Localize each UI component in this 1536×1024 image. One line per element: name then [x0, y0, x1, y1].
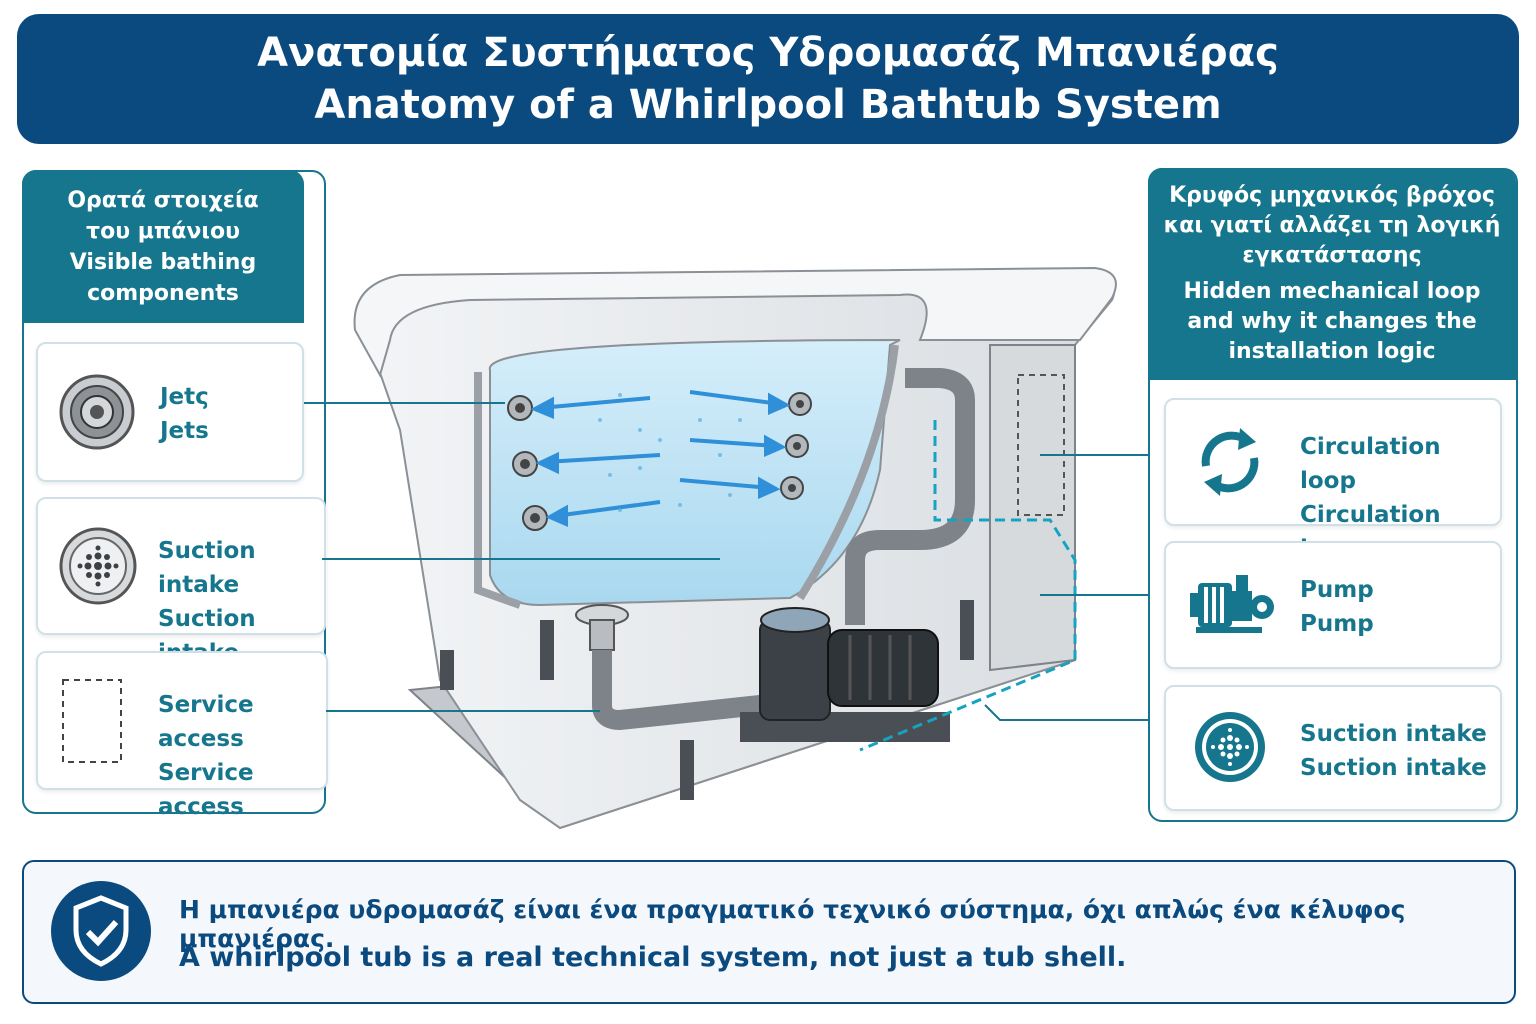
bubbles [598, 393, 742, 512]
heading-en-line-3: installation logic [1228, 339, 1436, 364]
hidden-loop-heading: Κρυφός μηχανικός βρόχος και γιατί αλλάζε… [1148, 168, 1516, 380]
leader-lines [304, 402, 1148, 721]
jet-nozzle-icon [59, 374, 135, 450]
suction-pipe [592, 650, 762, 731]
title-greek: Ανατομία Συστήματος Υδρομασάζ Μπανιέρας [257, 30, 1279, 76]
service-label-en: Service access [158, 760, 254, 820]
title-english: Anatomy of a Whirlpool Bathtub System [314, 82, 1222, 128]
tub-cut-edge-right [796, 344, 899, 601]
circulation-arrows-icon [1201, 428, 1259, 496]
jets-card: Jetς Jets [36, 342, 304, 482]
support-legs [440, 600, 974, 800]
heading-gr-line-1: Ορατά στοιχεία [67, 187, 259, 213]
pump-unit [740, 607, 950, 742]
suction-grate-icon [59, 527, 137, 605]
service-label-gr: Service access [158, 692, 254, 752]
tub-rim [353, 266, 1117, 378]
jet-streams [530, 390, 791, 528]
service-hatch [1017, 374, 1065, 516]
suction-grate-icon [1195, 712, 1265, 782]
suction-label-gr: Suction intake [158, 538, 256, 598]
suction-fitting [575, 604, 629, 651]
heading-en-line-1: Visible bathing [69, 249, 257, 275]
circulation-label-gr: Circulation loop [1300, 434, 1441, 494]
right-jets [780, 392, 812, 500]
jets-label-en: Jets [160, 418, 209, 444]
summary-footer: Η μπανιέρα υδρομασάζ είναι ένα πραγματικ… [22, 860, 1516, 1004]
pump-label-gr: Pump [1300, 577, 1374, 603]
suction-intake-card-right: Suction intake Suction intake [1164, 685, 1502, 811]
pump-icon [1190, 575, 1274, 633]
heading-gr-line-3: εγκατάστασης [1242, 243, 1422, 268]
circulation-loop-card: Circulation loop Circulation loop [1164, 398, 1502, 562]
heading-en-line-2: components [87, 280, 239, 306]
pump-label-en: Pump [1300, 611, 1374, 637]
heading-en-line-2: and why it changes the [1187, 309, 1477, 334]
suction-right-label-en: Suction intake [1300, 755, 1487, 781]
shield-check-icon [51, 881, 151, 981]
suction-right-label-gr: Suction intake [1300, 721, 1487, 747]
right-skirt-panel [989, 344, 1076, 672]
return-pipe [845, 368, 975, 625]
title-banner: Ανατομία Συστήματος Υδρομασάζ Μπανιέρας … [17, 14, 1519, 144]
summary-text-english: A whirlpool tub is a real technical syst… [179, 942, 1127, 973]
jets-label-gr: Jetς [160, 384, 209, 410]
tub-cut-edge [474, 372, 522, 609]
heading-gr-line-2: του μπάνιου [86, 218, 240, 244]
heading-gr-line-1: Κρυφός μηχανικός βρόχος [1169, 183, 1495, 208]
circulation-flow-line [859, 420, 1077, 752]
heading-en-line-1: Hidden mechanical loop [1183, 279, 1481, 304]
pump-card: Pump Pump [1164, 541, 1502, 669]
left-jets [507, 395, 548, 531]
summary-text-greek: Η μπανιέρα υδρομασάζ είναι ένα πραγματικ… [179, 895, 1406, 953]
service-access-card: Service access Service access [36, 651, 328, 820]
service-panel-icon [62, 679, 122, 763]
heading-gr-line-2: και γιατί αλλάζει τη λογική [1163, 213, 1501, 238]
suction-intake-card-left: Suction intake Suction intake [36, 497, 326, 666]
visible-components-heading: Ορατά στοιχεία του μπάνιου Visible bathi… [22, 170, 304, 323]
